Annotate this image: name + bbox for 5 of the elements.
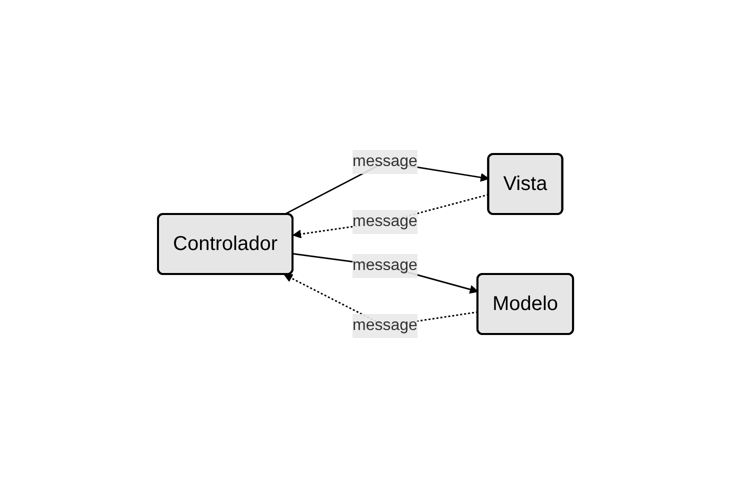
arrow xyxy=(292,252,478,294)
edge-label: message xyxy=(352,256,418,274)
edge-label: message xyxy=(352,212,418,230)
edge-label: message xyxy=(352,316,418,334)
edge-label: message xyxy=(352,152,418,170)
